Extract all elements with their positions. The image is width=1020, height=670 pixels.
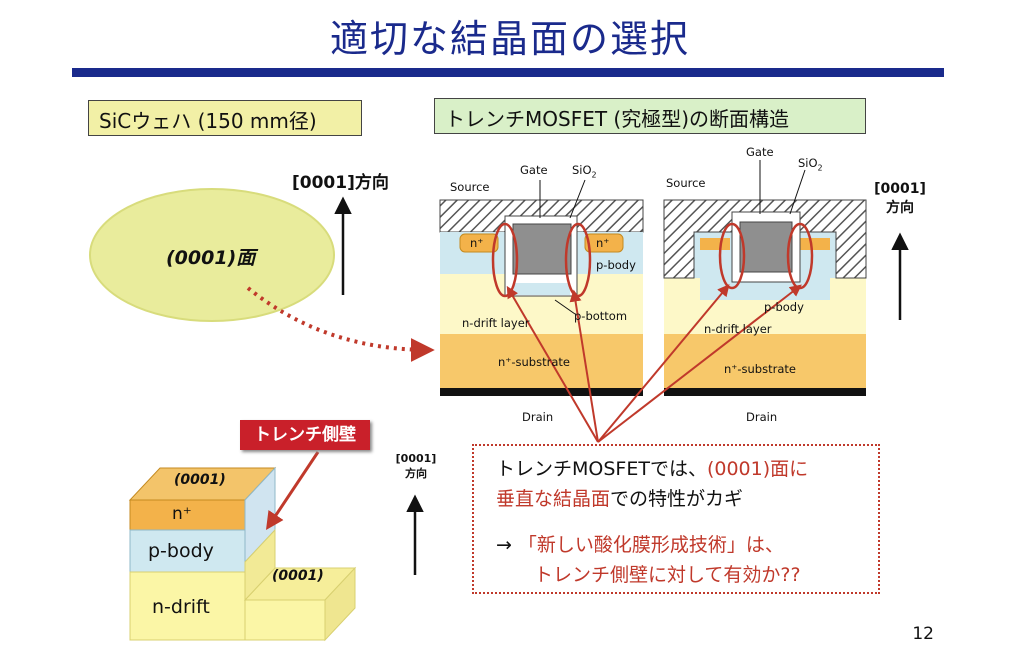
note-line-1: トレンチMOSFETでは、(0001)面に [496,458,809,480]
right-pbody-label: p-body [764,300,804,314]
left-nplus-right-label: n⁺ [596,236,610,250]
mosfet-structure-label: トレンチMOSFET (究極型)の断面構造 [434,98,866,134]
right-direction-label: [0001] 方向 [874,181,926,216]
left-drain-label: Drain [522,410,554,424]
left-substrate-label: n⁺-substrate [498,355,570,369]
trench-block-3d [128,466,357,642]
key-point-note [472,444,880,594]
note-line-3: →「新しい酸化膜形成技術」は、 [496,534,784,556]
block-top-face-label: (0001) [174,472,226,488]
title-underline [72,68,944,77]
mosfet-left-cross-section [439,179,644,396]
note-line-2: 垂直な結晶面での特性がカギ [496,488,744,510]
note-pointer-arrows [506,284,802,443]
wafer-disc [89,188,335,322]
block-direction-label: [0001] 方向 [395,452,437,480]
right-sio2-label: SiO2 [798,156,823,173]
right-ndrift-label: n-drift layer [704,322,772,336]
wafer-label: SiCウェハ (150 mm径) [88,100,362,136]
right-source-label: Source [666,176,706,190]
right-drain-label: Drain [746,410,778,424]
left-source-label: Source [450,180,490,194]
left-ndrift-label: n-drift layer [462,316,530,330]
mosfet-right-cross-section [663,160,867,396]
left-sio2-label: SiO2 [572,163,597,180]
wafer-to-structure-arrow [246,286,435,362]
trench-sidewall-label: トレンチ側壁 [240,420,370,450]
note-line-4: トレンチ側壁に対して有効か?? [534,564,801,586]
wafer-face-label: (0001)面 [166,247,256,269]
right-gate-label: Gate [746,145,774,159]
sidewall-arrow [266,451,320,530]
block-step-face-label: (0001) [272,568,324,584]
left-nplus-label: n⁺ [470,236,484,250]
page-number: 12 [912,624,934,644]
left-gate-label: Gate [520,163,548,177]
block-pbody-label: p-body [148,540,214,562]
slide-title: 適切な結晶面の選択 [329,17,690,61]
right-substrate-label: n⁺-substrate [724,362,796,376]
block-nplus-label: n⁺ [172,504,192,524]
wafer-direction-label: [0001]方向 [292,173,389,193]
left-pbody-label: p-body [596,258,636,272]
block-ndrift-label: n-drift [152,596,210,618]
left-pbottom-label: p-bottom [574,309,628,323]
